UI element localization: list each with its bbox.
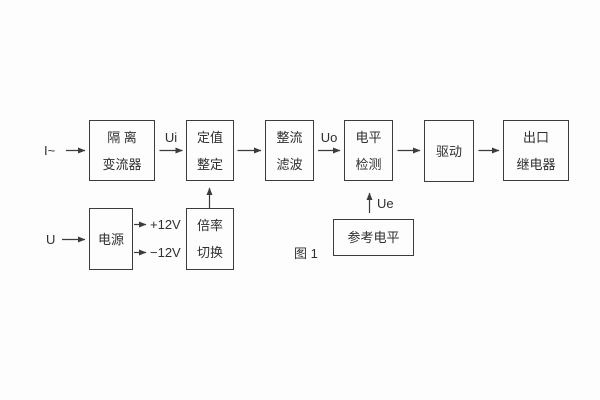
block-setting-adjust-line1: 定值 xyxy=(196,129,223,145)
signal-plus-12v: +12V xyxy=(150,217,181,232)
signal-input-current: I~ xyxy=(44,143,56,158)
block-reference-level: 参考电平 xyxy=(333,219,414,256)
block-level-detect: 电平 检测 xyxy=(344,120,393,181)
block-isolation-transformer-line1: 隔 离 xyxy=(107,129,137,145)
signal-input-voltage: U xyxy=(46,232,56,247)
signal-ui: Ui xyxy=(164,130,178,145)
block-rectify-filter: 整流 滤波 xyxy=(265,120,314,181)
block-isolation-transformer-line2: 变流器 xyxy=(102,156,142,172)
block-reference-level-label: 参考电平 xyxy=(347,230,400,245)
block-ratio-switch-line2: 切换 xyxy=(196,245,223,260)
block-ratio-switch: 倍率 切换 xyxy=(186,208,234,270)
block-rectify-filter-line2: 滤波 xyxy=(276,156,303,172)
block-level-detect-line2: 检测 xyxy=(355,156,382,172)
block-output-relay: 出口 继电器 xyxy=(503,120,569,181)
signal-minus-12v: −12V xyxy=(150,245,181,260)
block-setting-adjust-line2: 整定 xyxy=(196,156,223,172)
block-rectify-filter-line1: 整流 xyxy=(276,129,303,145)
block-ratio-switch-line1: 倍率 xyxy=(196,218,223,233)
block-isolation-transformer: 隔 离 变流器 xyxy=(89,120,155,181)
block-drive: 驱动 xyxy=(424,120,474,182)
block-level-detect-line1: 电平 xyxy=(355,129,382,145)
block-output-relay-line1: 出口 xyxy=(522,129,549,145)
block-output-relay-line2: 继电器 xyxy=(516,156,556,172)
block-setting-adjust: 定值 整定 xyxy=(186,120,234,181)
block-power-supply: 电源 xyxy=(89,208,133,270)
block-power-supply-label: 电源 xyxy=(97,231,124,247)
figure-caption: 图 1 xyxy=(294,246,318,261)
block-drive-label: 驱动 xyxy=(435,143,462,159)
signal-ue: Ue xyxy=(377,196,394,211)
signal-uo: Uo xyxy=(320,130,338,145)
